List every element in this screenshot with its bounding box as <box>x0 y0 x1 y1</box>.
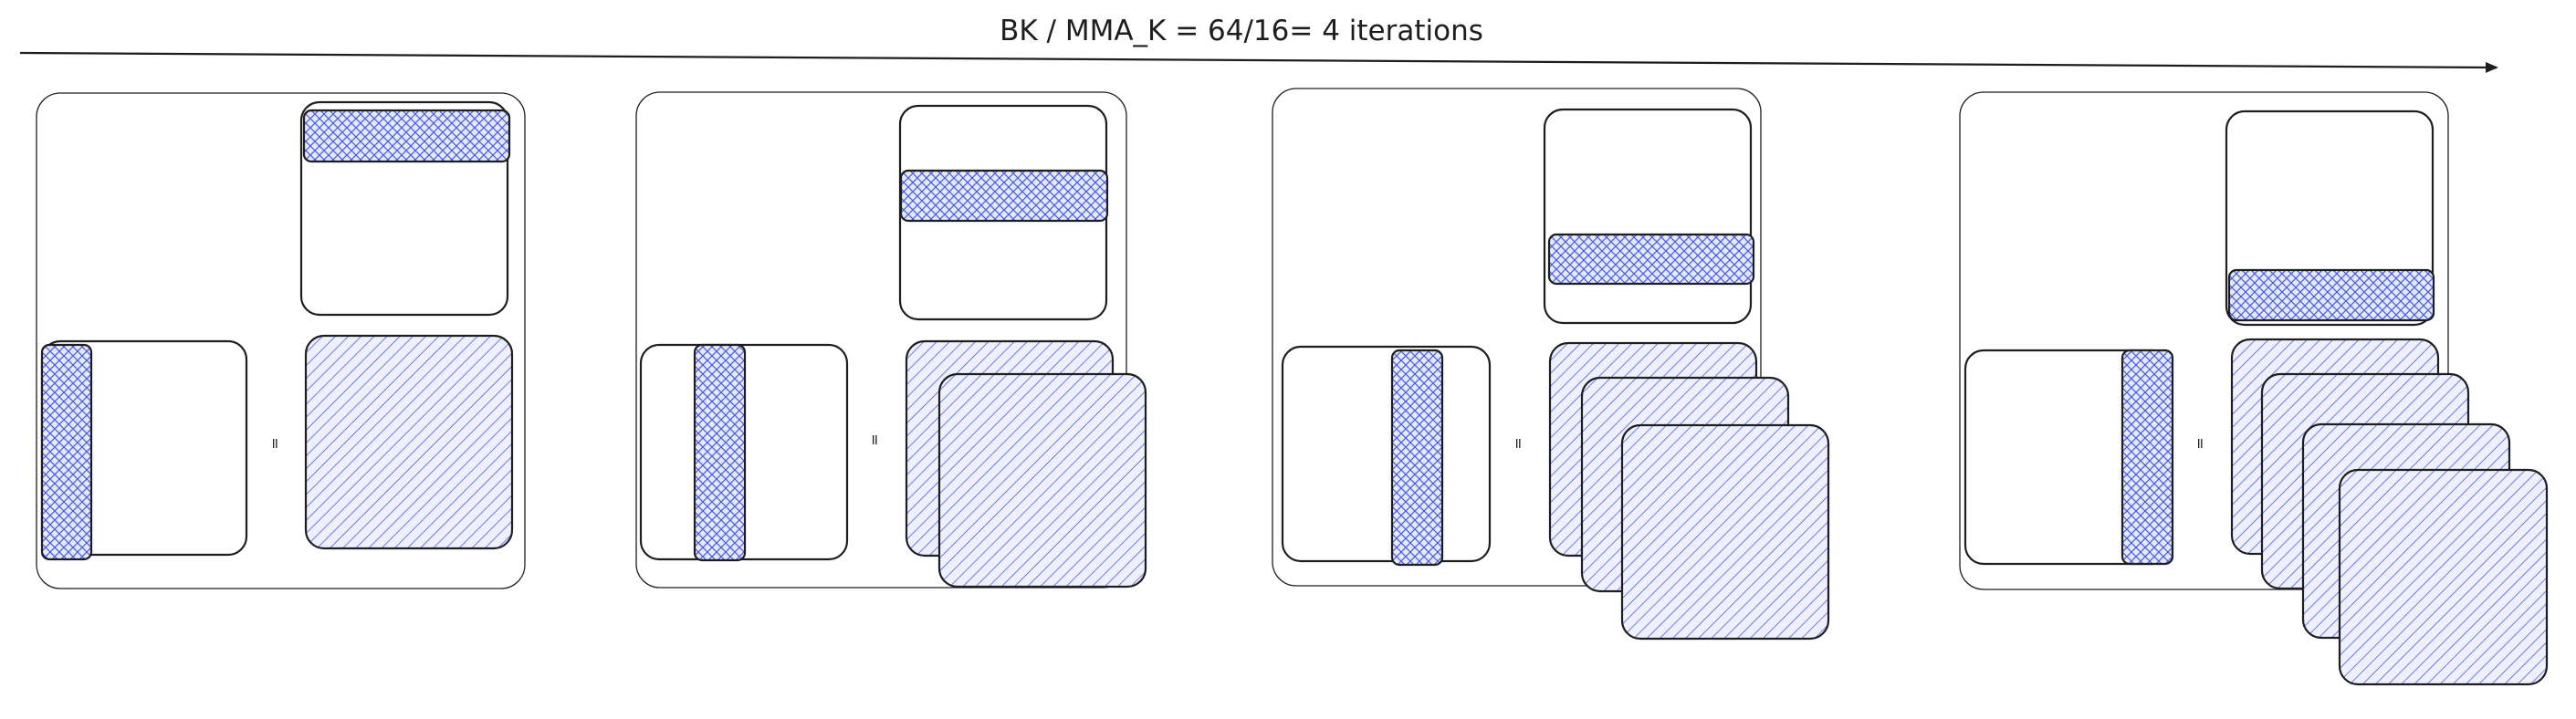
equals-sign: = <box>2192 437 2209 449</box>
matrix-b-tile <box>2225 109 2435 327</box>
iteration-panel-4: = <box>1959 91 2549 686</box>
matrix-a-tile <box>639 343 849 561</box>
matrix-b-row-slice <box>302 109 511 163</box>
matrix-b-row-slice <box>2227 268 2435 322</box>
accumulator-tile-4 <box>2338 468 2549 686</box>
diagram-title: BK / MMA_K = 64/16= 4 iterations <box>1000 15 1483 47</box>
matrix-b-row-slice <box>899 169 1109 223</box>
iteration-panel-1: = <box>36 92 526 589</box>
matrix-a-tile <box>1281 345 1492 563</box>
matrix-a-column-slice <box>2120 349 2174 566</box>
equals-sign: = <box>1510 437 1527 449</box>
iteration-arrow <box>19 51 2498 73</box>
accumulator-tile-2 <box>937 372 1147 589</box>
iteration-panel-3: = <box>1272 88 1830 641</box>
accumulator-tile-1 <box>304 334 514 550</box>
panel-frame <box>635 91 1127 589</box>
equals-sign: = <box>866 433 884 445</box>
matrix-b-row-slice <box>1547 233 1755 286</box>
matrix-a-column-slice <box>693 343 747 562</box>
panel-frame <box>1272 88 1762 587</box>
matrix-b-tile <box>1543 108 1753 325</box>
matrix-a-column-slice <box>40 343 93 561</box>
equals-sign: = <box>267 437 284 449</box>
matrix-b-tile <box>299 100 509 317</box>
panel-frame <box>36 92 526 589</box>
matrix-a-column-slice <box>1390 349 1444 567</box>
accumulator-tile-3 <box>1620 423 1830 641</box>
panel-frame <box>1959 91 2449 590</box>
iteration-panel-2: = <box>635 91 1147 589</box>
